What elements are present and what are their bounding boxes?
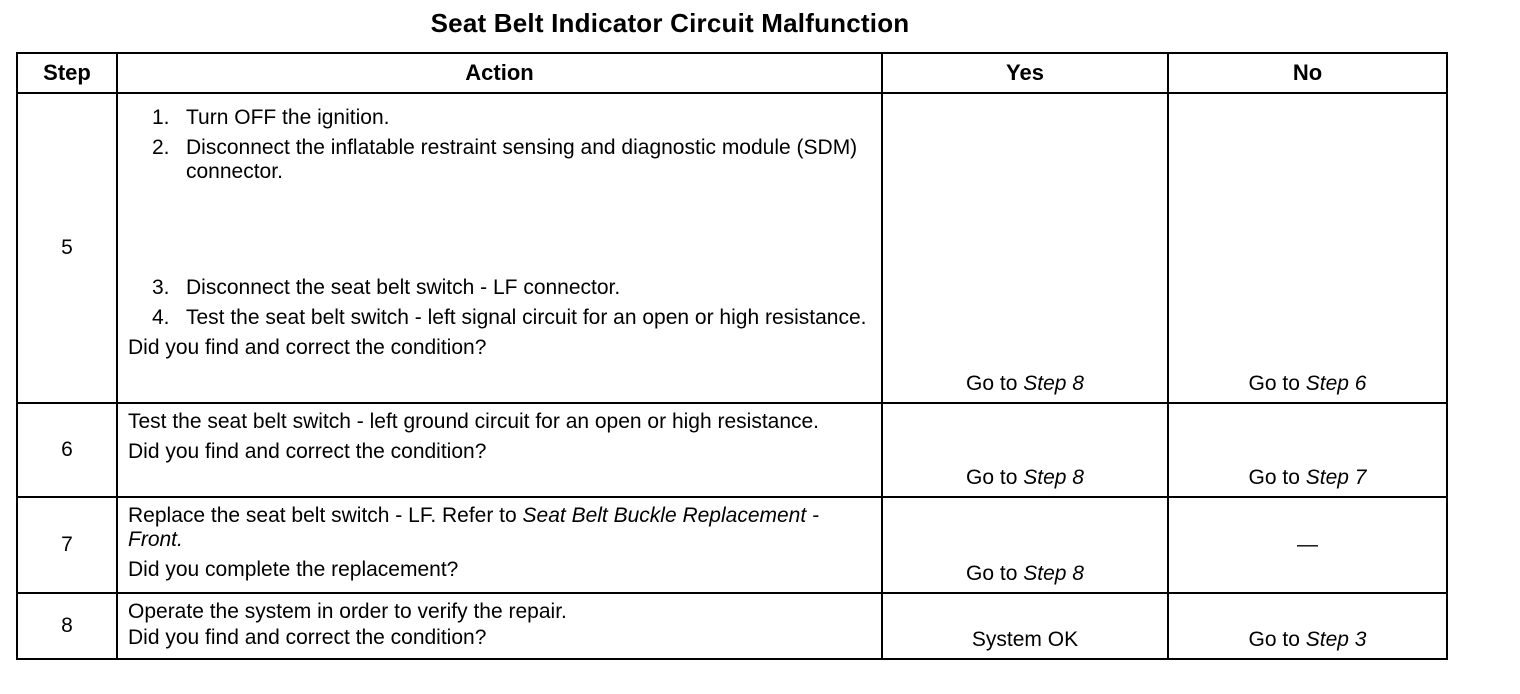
yes-prefix: Go to (966, 466, 1024, 489)
yes-prefix: Go to (966, 562, 1024, 585)
step-link[interactable]: Step 8 (1023, 372, 1084, 395)
header-no: No (1167, 52, 1448, 94)
action-list: 1. Turn OFF the ignition. 2. Disconnect th… (128, 106, 873, 184)
action-cell: Replace the seat belt switch - LF. Refer… (116, 496, 883, 594)
action-list: 3. Disconnect the seat belt switch - LF c… (128, 276, 873, 330)
no-cell: Go to Step 6 (1167, 92, 1448, 404)
yes-cell: Go to Step 8 (881, 92, 1169, 404)
page-title: Seat Belt Indicator Circuit Malfunction (430, 8, 910, 38)
step-link[interactable]: Step 3 (1305, 628, 1367, 651)
no-prefix: Go to (1248, 372, 1306, 395)
table-row-step-8: 8 Operate the system in order to verify … (16, 592, 1448, 660)
list-number: 1. (152, 106, 170, 129)
no-prefix: Go to (1248, 466, 1306, 489)
list-number: 3. (152, 276, 170, 299)
table-row-step-5: 5 1. Turn OFF the ignition. 2. Disconnect … (16, 92, 1448, 404)
step-link[interactable]: Step 8 (1023, 562, 1084, 585)
no-prefix: Go to (1248, 628, 1306, 651)
question-text: Did you complete the replacement? (128, 558, 459, 581)
action-text-main: Replace the seat belt switch - LF. Refer… (128, 504, 523, 527)
step-number: 5 (16, 92, 118, 404)
step-link[interactable]: Step 8 (1023, 466, 1084, 489)
list-item: 4. Test the seat belt switch - left signa… (128, 306, 873, 330)
list-text: Disconnect the inflatable restraint sens… (186, 136, 858, 183)
spacer (128, 184, 873, 270)
list-text: Turn OFF the ignition. (186, 106, 390, 129)
no-cell: — (1167, 496, 1448, 594)
header-yes: Yes (881, 52, 1169, 94)
list-text: Disconnect the seat belt switch - LF con… (186, 276, 621, 299)
action-cell: Operate the system in order to verify th… (116, 592, 883, 660)
step-number: 6 (16, 402, 118, 498)
question-text: Did you find and correct the condition? (128, 336, 487, 359)
question-text: Did you find and correct the condition? (128, 626, 487, 649)
no-cell: Go to Step 3 (1167, 592, 1448, 660)
list-text: Test the seat belt switch - left signal … (186, 306, 867, 329)
no-cell: Go to Step 7 (1167, 402, 1448, 498)
dash-placeholder: — (1297, 533, 1318, 556)
list-number: 4. (152, 306, 170, 329)
action-cell: Test the seat belt switch - left ground … (116, 402, 883, 498)
header-step: Step (16, 52, 118, 94)
reference-link[interactable]: Seat Belt Buckle Replacement - Front. (128, 504, 820, 551)
question-text: Did you find and correct the condition? (128, 440, 487, 463)
header-action: Action (116, 52, 883, 94)
table-row-step-7: 7 Replace the seat belt switch - LF. Ref… (16, 496, 1448, 594)
list-item: 1. Turn OFF the ignition. (128, 106, 873, 130)
step-link[interactable]: Step 6 (1305, 372, 1367, 395)
list-number: 2. (152, 136, 170, 159)
list-item: 2. Disconnect the inflatable restraint se… (128, 136, 873, 184)
action-text: Operate the system in order to verify th… (128, 600, 567, 623)
action-text: Test the seat belt switch - left ground … (128, 410, 820, 433)
step-number: 7 (16, 496, 118, 594)
table-header-row: Step Action Yes No (16, 52, 1448, 94)
yes-prefix: Go to (966, 372, 1024, 395)
step-number: 8 (16, 592, 118, 660)
action-cell: 1. Turn OFF the ignition. 2. Disconnect th… (116, 92, 883, 404)
yes-text: System OK (971, 628, 1079, 651)
diagnostic-table: Step Action Yes No 5 1. Turn OFF the igni… (16, 52, 1448, 660)
yes-cell: System OK (881, 592, 1169, 660)
action-text: Replace the seat belt switch - LF. Refer… (128, 504, 873, 552)
table-row-step-6: 6 Test the seat belt switch - left groun… (16, 402, 1448, 498)
list-item: 3. Disconnect the seat belt switch - LF c… (128, 276, 873, 300)
yes-cell: Go to Step 8 (881, 402, 1169, 498)
step-link[interactable]: Step 7 (1305, 466, 1367, 489)
yes-cell: Go to Step 8 (881, 496, 1169, 594)
